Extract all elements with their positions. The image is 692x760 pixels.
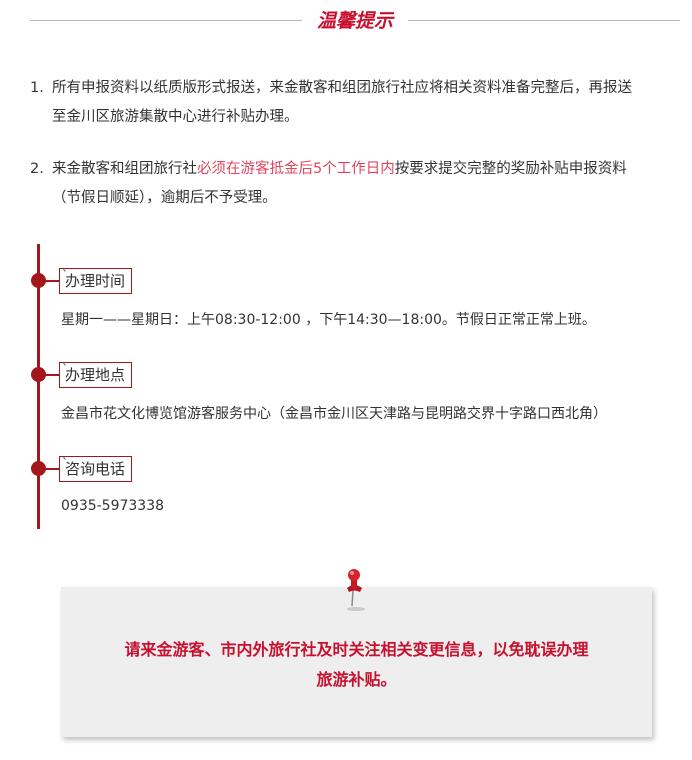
timeline-text: 金昌市花文化博览馆游客服务中心（金昌市金川区天津路与昆明路交界十字路口西北角） (61, 406, 607, 422)
header-title: 温馨提示 (316, 10, 393, 32)
notice-item-1: 1. 所有申报资料以纸质版形式报送，来金散客和组团旅行社应将相关资料准备完整后，… (30, 74, 690, 132)
timeline-label: 办理地点 (65, 366, 126, 384)
notice-text: 按要求提交完整的奖励补贴申报资料 (394, 161, 627, 177)
header-rule-left (30, 20, 302, 21)
tick-mark: ` (62, 268, 68, 282)
timeline-label-box: ` 咨询电话 (59, 456, 133, 482)
timeline-text: 0935-5973338 (61, 498, 165, 514)
header-rule-right (408, 20, 680, 21)
timeline-dot (31, 461, 46, 476)
timeline-label-box: ` 办理地点 (59, 362, 133, 388)
notice-item-2: 2. 来金散客和组团旅行社必须在游客抵金后5个工作日内按要求提交完整的奖励补贴申… (30, 155, 690, 213)
notice-card: 请来金游客、市内外旅行社及时关注相关变更信息，以免耽误办理 旅游补贴。 (61, 587, 652, 737)
timeline-dot (31, 367, 46, 382)
notice-line: （节假日顺延），逾期后不予受理。 (52, 190, 277, 206)
card-line: 请来金游客、市内外旅行社及时关注相关变更信息，以免耽误办理 (124, 640, 589, 659)
tick-mark: ` (62, 362, 68, 376)
timeline-connector (44, 374, 60, 376)
timeline-line (37, 244, 40, 529)
push-pin-icon (347, 569, 365, 611)
notice-line: 至金川区旅游集散中心进行补贴办理。 (52, 109, 299, 125)
timeline-connector (44, 468, 60, 470)
timeline-label: 咨询电话 (65, 460, 126, 478)
tick-mark: ` (62, 456, 68, 470)
notice-number: 1. (30, 80, 44, 96)
notice-text: 来金散客和组团旅行社 (52, 161, 197, 177)
timeline-connector (44, 280, 60, 282)
notice-number: 2. (30, 161, 44, 177)
notice-line: 来金散客和组团旅行社必须在游客抵金后5个工作日内按要求提交完整的奖励补贴申报资料 (52, 155, 690, 184)
timeline-dot (31, 273, 46, 288)
notice-highlight: 必须在游客抵金后5个工作日内 (197, 161, 395, 177)
timeline-label-box: ` 办理时间 (59, 268, 133, 294)
card-line: 旅游补贴。 (316, 670, 397, 689)
card-text: 请来金游客、市内外旅行社及时关注相关变更信息，以免耽误办理 旅游补贴。 (61, 635, 652, 695)
timeline-text: 星期一——星期日：上午08:30-12:00 ，下午14:30—18:00。节假… (61, 312, 596, 328)
timeline-label: 办理时间 (65, 272, 126, 290)
notice-line: 所有申报资料以纸质版形式报送，来金散客和组团旅行社应将相关资料准备完整后，再报送 (52, 80, 632, 96)
